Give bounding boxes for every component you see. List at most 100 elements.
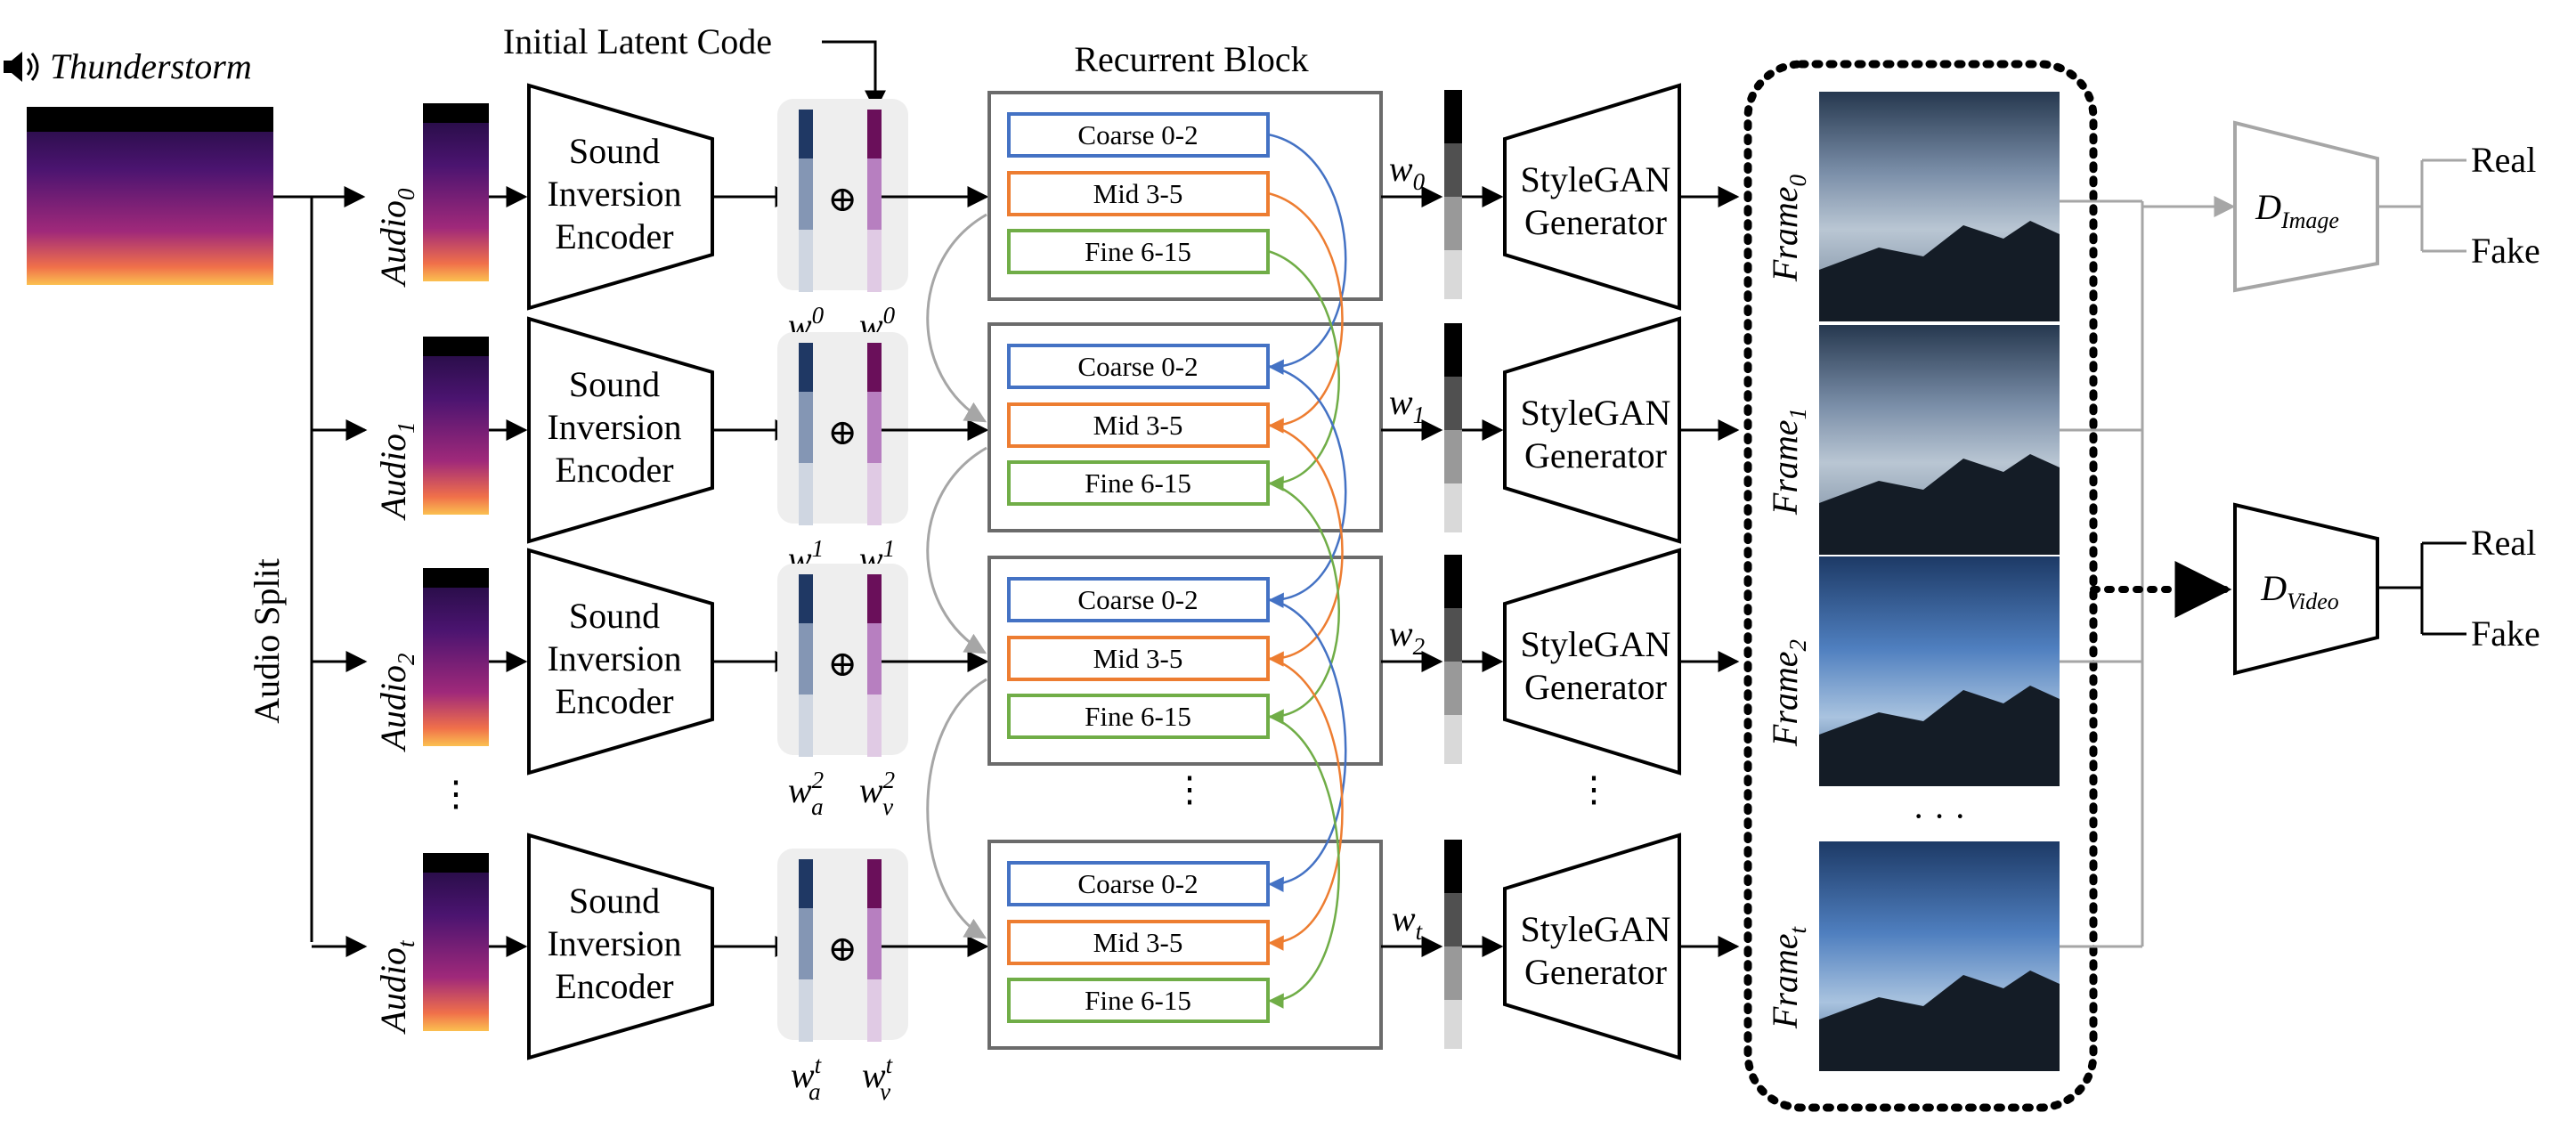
sound-inversion-encoder-0 [527, 83, 714, 311]
mid-box-3 [1007, 920, 1270, 965]
w-bar-mid1-2 [1444, 608, 1462, 662]
audio-spectrogram-2 [423, 568, 489, 746]
stylegan-generator-2 [1503, 548, 1681, 776]
mid-link-2 [1267, 656, 1344, 951]
frame-mountain-3 [1819, 971, 2060, 1071]
ellipsis-vertical-1: ⋮ [1172, 769, 1207, 809]
mid-label-3: Mid 3-5 [1093, 927, 1183, 958]
wa-bar-top-1 [799, 343, 813, 392]
generator-label-line1-1: StyleGAN [1521, 393, 1671, 433]
encoder-label-line3-2: Encoder [555, 681, 673, 721]
encoder-label-line1-1: Sound [569, 364, 660, 404]
audio-label-3: Audiot [373, 939, 419, 1036]
mid-label-0: Mid 3-5 [1093, 178, 1183, 209]
audio-split-label: Audio Split [247, 558, 287, 724]
wa-bar-bot-2 [799, 695, 813, 757]
stylegan-generator-1 [1503, 316, 1681, 544]
wa-bar-top-3 [799, 859, 813, 908]
sound-inversion-encoder-3 [527, 833, 714, 1060]
sound-inversion-encoder-2 [527, 548, 714, 776]
w-bar-top-3 [1444, 840, 1462, 893]
oplus-2: ⊕ [827, 644, 857, 684]
w-bar-bot-2 [1444, 715, 1462, 764]
wa-bar-mid-2 [799, 623, 813, 695]
frame-label-2: Frame2 [1765, 639, 1811, 747]
sound-inversion-encoder-1 [527, 316, 714, 544]
coarse-link-0 [1267, 133, 1347, 375]
mid-label-2: Mid 3-5 [1093, 643, 1183, 674]
encoder-label-line1-0: Sound [569, 131, 660, 171]
coarse-label-1: Coarse 0-2 [1077, 351, 1198, 382]
wv-bar-bot-2 [867, 695, 882, 757]
wv-bar-top-3 [867, 859, 882, 908]
generator-label-line1-3: StyleGAN [1521, 909, 1671, 949]
encoder-label-line3-1: Encoder [555, 450, 673, 490]
dvideo-fake-label: Fake [2471, 613, 2540, 654]
mid-box-1 [1007, 402, 1270, 448]
dimage-fake-label: Fake [2471, 231, 2540, 271]
generator-label-line2-0: Generator [1524, 202, 1667, 242]
audio-spectrogram-top-3 [423, 853, 489, 873]
wv-bar-bot-1 [867, 463, 882, 525]
w-bar-mid1-0 [1444, 143, 1462, 197]
main-spectrogram-top [27, 107, 273, 132]
coarse-label-3: Coarse 0-2 [1077, 868, 1198, 899]
generator-label-line1-2: StyleGAN [1521, 624, 1671, 664]
speaker-cone [12, 52, 22, 82]
audio-label-1: Audio1 [373, 421, 419, 521]
wv-bar-top-2 [867, 574, 882, 623]
wa-bar-top-0 [799, 110, 813, 158]
coarse-link-2 [1267, 597, 1347, 892]
oplus-3: ⊕ [827, 929, 857, 969]
fine-box-3 [1007, 978, 1270, 1023]
dimage-real-label: Real [2471, 140, 2536, 180]
wa-bar-top-2 [799, 574, 813, 623]
frame-mountain-0 [1819, 221, 2060, 321]
speaker-wave-2 [30, 53, 39, 81]
frame-label-3: Framet [1765, 925, 1811, 1029]
fine-link-0 [1267, 249, 1340, 491]
audio-source-label: Thunderstorm [50, 46, 252, 86]
stylegan-generator-3 [1503, 833, 1681, 1060]
encoder-label-line2-2: Inversion [547, 638, 681, 678]
encoder-label-line1-2: Sound [569, 596, 660, 636]
mid-box-2 [1007, 636, 1270, 681]
ellipsis-horizontal: · · · [1913, 796, 1966, 836]
speaker-body [4, 61, 12, 73]
encoder-label-line3-3: Encoder [555, 966, 673, 1006]
frame-mountain-2 [1819, 686, 2060, 786]
encoder-label-line1-3: Sound [569, 881, 660, 921]
w-bar-top-1 [1444, 323, 1462, 377]
ellipsis-vertical-2: ⋮ [1576, 769, 1612, 809]
mid-link-0 [1267, 191, 1344, 434]
fine-label-1: Fine 6-15 [1085, 467, 1191, 499]
audio-label-0: Audio0 [373, 188, 419, 288]
frame-label-1: Frame1 [1765, 408, 1811, 516]
frame-label-0: Frame0 [1765, 174, 1811, 282]
speaker-icon [4, 52, 39, 82]
mid-link-1 [1267, 423, 1344, 667]
fine-label-2: Fine 6-15 [1085, 701, 1191, 732]
frame-mountain-1 [1819, 454, 2060, 555]
recurrent-link-2 [926, 678, 987, 939]
w-bar-mid2-1 [1444, 430, 1462, 483]
audio-spectrogram-top-0 [423, 103, 489, 123]
generator-label-line2-2: Generator [1524, 667, 1667, 707]
wv-bar-top-1 [867, 343, 882, 392]
recurrent-link-1 [926, 446, 987, 654]
w-bar-mid2-2 [1444, 662, 1462, 715]
main-spectrogram [27, 107, 273, 285]
generator-label-line2-3: Generator [1524, 952, 1667, 992]
dvideo-real-label: Real [2471, 523, 2536, 563]
audio-spectrogram-1 [423, 337, 489, 515]
fine-label-0: Fine 6-15 [1085, 236, 1191, 267]
w-bar-top-0 [1444, 90, 1462, 143]
generator-label-line1-0: StyleGAN [1521, 159, 1671, 199]
wa-bar-mid-3 [799, 908, 813, 979]
encoder-label-line2-1: Inversion [547, 407, 681, 447]
dvideo-label: DVideo [2260, 568, 2339, 614]
wv-bar-mid-1 [867, 392, 882, 463]
